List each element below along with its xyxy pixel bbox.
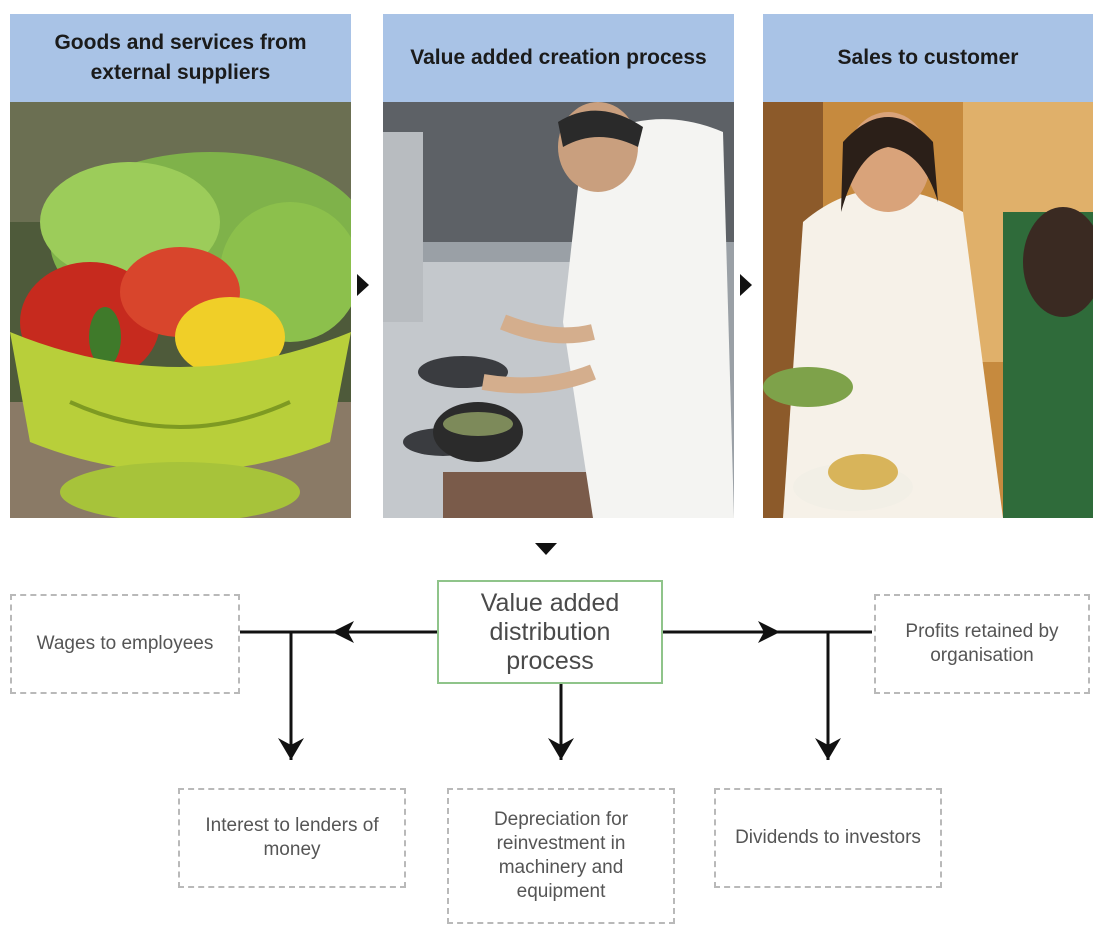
header-sales: Sales to customer [763, 14, 1093, 102]
value-added-distribution-box: Value added distribution process [437, 580, 663, 684]
arrow-down-icon [535, 543, 557, 555]
profits-box: Profits retained by organisation [874, 594, 1090, 694]
header-creation-label: Value added creation process [410, 46, 707, 69]
arrow-right-icon [357, 274, 369, 296]
interest-box: Interest to lenders of money [178, 788, 406, 888]
dividends-box: Dividends to investors [714, 788, 942, 888]
dividends-label: Dividends to investors [735, 827, 921, 848]
vegetables-photo [10, 102, 351, 518]
header-suppliers: Goods and services from external supplie… [10, 14, 351, 102]
arrow-right-icon [740, 274, 752, 296]
interest-label: Interest to lenders of money [205, 815, 379, 860]
depreciation-label: Depreciation for reinvestment in machine… [493, 809, 629, 902]
profits-label: Profits retained by organisation [905, 621, 1059, 666]
depreciation-box: Depreciation for reinvestment in machine… [447, 788, 675, 924]
wages-label: Wages to employees [36, 633, 214, 654]
chef-cooking-photo [383, 102, 734, 518]
waitress-serving-photo [763, 102, 1093, 518]
header-creation: Value added creation process [383, 14, 734, 102]
header-sales-label: Sales to customer [837, 46, 1019, 69]
wages-box: Wages to employees [10, 594, 240, 694]
header-suppliers-label: Goods and services from external supplie… [54, 31, 307, 84]
value-added-distribution-label: Value added distribution process [480, 588, 620, 675]
